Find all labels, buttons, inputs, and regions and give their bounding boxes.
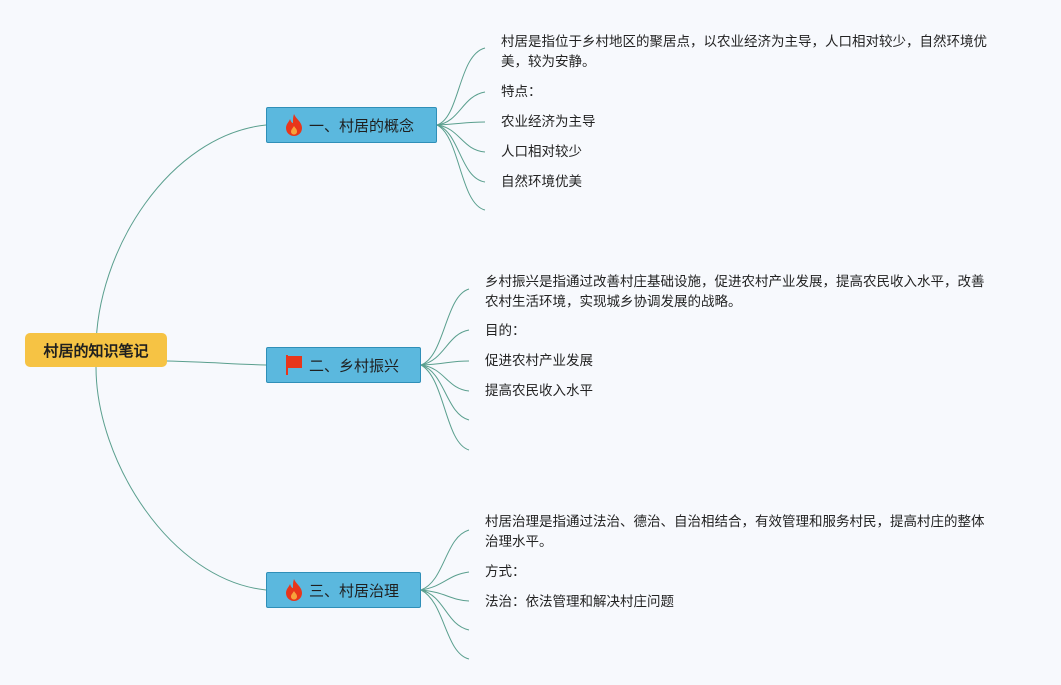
flag-icon bbox=[283, 353, 305, 377]
connector-b2-leaf-1 bbox=[420, 288, 470, 366]
connector-b2-leaf-5 bbox=[420, 364, 470, 421]
connector-b1-leaf-3 bbox=[436, 121, 486, 126]
connector-b1-leaf-4 bbox=[436, 124, 486, 153]
fire-icon bbox=[283, 113, 305, 137]
leaf-governance-law[interactable]: 法治：依法管理和解决村庄问题 bbox=[485, 594, 674, 610]
connector-b1-leaf-2 bbox=[436, 91, 486, 126]
leaf-revitalization-definition[interactable]: 乡村振兴是指通过改善村庄基础设施，促进农村产业发展，提高农民收入水平，改善农村生… bbox=[485, 274, 985, 310]
connector-b1-leaf-1 bbox=[436, 47, 486, 126]
branch-node-2[interactable]: 二、乡村振兴 bbox=[266, 347, 421, 383]
fire-icon bbox=[283, 578, 305, 602]
root-node[interactable]: 村居的知识笔记 bbox=[25, 333, 167, 367]
leaf-revitalization-income[interactable]: 提高农民收入水平 bbox=[485, 383, 593, 399]
connector-root-branch-3 bbox=[95, 366, 267, 591]
leaf-concept-agriculture[interactable]: 农业经济为主导 bbox=[501, 114, 596, 130]
connector-root-branch-1 bbox=[95, 124, 267, 351]
connector-b3-leaf-5 bbox=[420, 589, 470, 660]
leaf-concept-features[interactable]: 特点： bbox=[501, 84, 542, 100]
branch-node-3[interactable]: 三、村居治理 bbox=[266, 572, 421, 608]
branch-label-2: 二、乡村振兴 bbox=[309, 356, 400, 375]
branch-node-1[interactable]: 一、村居的概念 bbox=[266, 107, 437, 143]
leaf-concept-population[interactable]: 人口相对较少 bbox=[501, 144, 582, 160]
connector-b2-leaf-2 bbox=[420, 329, 470, 366]
connector-b2-leaf-4 bbox=[420, 364, 470, 392]
leaf-governance-definition[interactable]: 村居治理是指通过法治、德治、自治相结合，有效管理和服务村民，提高村庄的整体治理水… bbox=[485, 514, 985, 550]
leaf-revitalization-purpose[interactable]: 目的： bbox=[485, 323, 526, 339]
leaf-concept-definition[interactable]: 村居是指位于乡村地区的聚居点，以农业经济为主导，人口相对较少，自然环境优美，较为… bbox=[501, 34, 987, 70]
connector-b2-leaf-3 bbox=[420, 360, 470, 366]
connector-b3-leaf-4 bbox=[420, 589, 470, 631]
leaf-revitalization-industry[interactable]: 促进农村产业发展 bbox=[485, 353, 593, 369]
connector-b3-leaf-1 bbox=[420, 529, 470, 591]
connector-b1-leaf-5 bbox=[436, 124, 486, 183]
connector-b3-leaf-3 bbox=[420, 589, 470, 602]
branch-label-1: 一、村居的概念 bbox=[309, 116, 415, 135]
branch-label-3: 三、村居治理 bbox=[309, 581, 400, 600]
root-label: 村居的知识笔记 bbox=[43, 341, 149, 360]
connector-b2-leaf-6 bbox=[420, 364, 470, 451]
connector-root-branch-2 bbox=[166, 360, 267, 366]
connector-b3-leaf-2 bbox=[420, 571, 470, 591]
leaf-governance-methods[interactable]: 方式： bbox=[485, 564, 526, 580]
leaf-concept-environment[interactable]: 自然环境优美 bbox=[501, 174, 582, 190]
connector-b1-leaf-6 bbox=[436, 124, 486, 211]
